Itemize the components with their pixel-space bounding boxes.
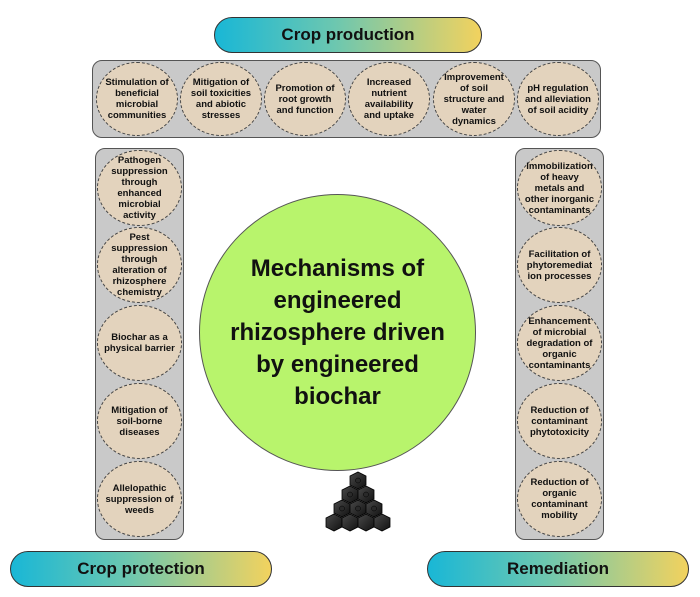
remediation-item: Immobilization of heavy metals and other…: [517, 150, 602, 226]
crop-protection-item: Pathogen suppression through enhanced mi…: [97, 150, 182, 226]
remediation-item: Facilitation of phytoremediat ion proces…: [517, 227, 602, 303]
biochar-hexagon-cluster-icon: [325, 471, 391, 532]
crop-protection-item: Biochar as a physical barrier: [97, 305, 182, 381]
crop-production-item: Increased nutrient availability and upta…: [348, 62, 430, 136]
central-mechanism-circle: Mechanisms of engineered rhizosphere dri…: [199, 194, 476, 471]
crop-protection-item: Pest suppression through alteration of r…: [97, 227, 182, 303]
remediation-header: Remediation: [427, 551, 689, 587]
remediation-item: Reduction of organic contaminant mobilit…: [517, 461, 602, 537]
crop-protection-header: Crop protection: [10, 551, 272, 587]
crop-production-item: pH regulation and alleviation of soil ac…: [517, 62, 599, 136]
crop-protection-item: Mitigation of soil-borne diseases: [97, 383, 182, 459]
crop-production-header: Crop production: [214, 17, 482, 53]
crop-production-item: Promotion of root growth and function: [264, 62, 346, 136]
crop-protection-item: Allelopathic suppression of weeds: [97, 461, 182, 537]
crop-production-item: Mitigation of soil toxicities and abioti…: [180, 62, 262, 136]
crop-production-item: Stimulation of beneficial microbial comm…: [96, 62, 178, 136]
remediation-item: Reduction of contaminant phytotoxicity: [517, 383, 602, 459]
crop-production-item: Improvement of soil structure and water …: [433, 62, 515, 136]
remediation-item: Enhancement of microbial degradation of …: [517, 305, 602, 381]
